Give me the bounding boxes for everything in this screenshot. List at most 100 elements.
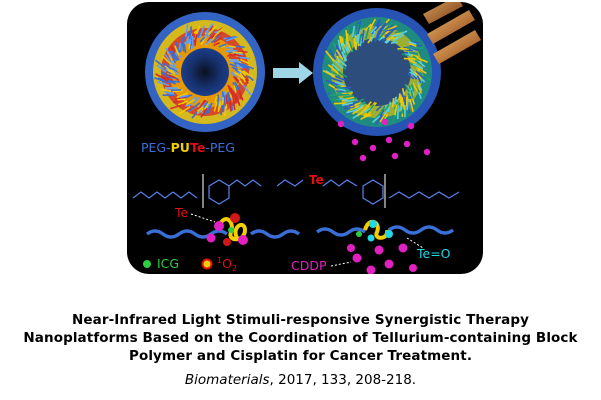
polymer-strand [229, 49, 238, 52]
polymer-strand [199, 36, 206, 43]
polymer-strand [379, 105, 386, 115]
polymer-strand [360, 113, 370, 121]
polymer-strand [411, 84, 415, 92]
polymer-strand [334, 59, 344, 69]
polymer-strand [332, 66, 341, 74]
polymer-strand [174, 96, 186, 101]
polymer-strand [394, 104, 398, 116]
polymer-strand [375, 115, 384, 125]
polymer-strand [225, 36, 238, 42]
polymer-strand [171, 60, 176, 68]
polymer-strand [229, 63, 238, 68]
polymer-strand [388, 27, 397, 32]
polymer-strand [342, 95, 354, 99]
cddp-pointer-arrow [330, 261, 352, 267]
polymer-strand [169, 50, 178, 62]
polymer-chain-left [145, 213, 301, 246]
polymer-strand [356, 108, 368, 117]
polymer-strand [232, 66, 240, 73]
polymer-strand [408, 58, 416, 64]
title-line-2: Nanoplatforms Based on the Coordination … [23, 330, 578, 346]
polymer-strand [178, 42, 182, 50]
polymer-strand [353, 37, 357, 49]
te-pointer-arrow [190, 213, 216, 223]
polymer-strand [337, 58, 347, 67]
polymer-strand [391, 98, 395, 108]
cddp-dot [385, 136, 393, 144]
polymer-strand [384, 104, 390, 112]
polymer-strand [417, 60, 426, 68]
polymer-strand [155, 73, 167, 81]
polymer-strand [177, 98, 186, 101]
structure-te-label: Te [309, 173, 324, 187]
polymer-strand [416, 57, 428, 63]
polymer-strand [226, 35, 237, 40]
polymer-strand [382, 22, 393, 32]
polymer-strand [325, 79, 338, 86]
singlet-oxygen-marker [201, 258, 213, 270]
polymer-strand [342, 92, 353, 95]
polymer-strand [196, 106, 204, 112]
polymer-strand [377, 24, 387, 33]
polymer-strand [350, 102, 361, 108]
polymer-strand [172, 69, 179, 76]
polymer-strand [377, 31, 385, 41]
polymer-strand [364, 27, 370, 40]
polymer-strand [213, 41, 221, 47]
polymer-strand [188, 26, 193, 40]
polymer-strand [392, 33, 405, 42]
polymer-strand [185, 24, 189, 38]
polymer-strand [327, 64, 338, 73]
polymer-strand [204, 23, 214, 34]
polymer-chain-right [315, 219, 455, 242]
polymer-strand [160, 88, 172, 93]
polymer-strand [416, 66, 427, 75]
polymer-strand [229, 92, 233, 102]
polymer-strand [409, 98, 414, 112]
polymer-strand [185, 36, 190, 45]
polymer-strand [208, 33, 216, 40]
polymer-strand [418, 71, 431, 81]
polymer-strand [386, 36, 395, 41]
polymer-strand [232, 81, 239, 91]
polymer-strand [232, 51, 243, 54]
polymer-strand [339, 35, 343, 47]
polymer-strand [393, 96, 397, 105]
polymer-strand [363, 111, 372, 116]
icg-legend-marker [143, 260, 151, 268]
polymer-strand [408, 41, 417, 46]
polymer-strand [226, 92, 230, 102]
polymer-strand [185, 103, 193, 107]
polymer-strand [336, 85, 346, 90]
polymer-strand [330, 76, 343, 83]
polymer-strand [176, 92, 189, 99]
polymer-strand [232, 98, 236, 111]
polymer-strand [163, 62, 174, 71]
polymer-strand [157, 80, 169, 87]
polymer-strand [322, 69, 336, 78]
polymer-strand [378, 109, 385, 120]
polymer-strand [409, 68, 417, 75]
polymer-strand [165, 47, 173, 59]
polymer-strand [171, 50, 180, 61]
polymer-strand [343, 103, 355, 108]
polymer-strand [368, 18, 377, 31]
polymer-strand [357, 29, 361, 41]
polymer-strand [172, 89, 184, 93]
polymer-strand [414, 71, 422, 80]
polymer-strand [394, 30, 404, 34]
polymer-strand [415, 70, 424, 79]
polymer-label: PEG-PUTe-PEG [141, 140, 235, 155]
polymer-strand [370, 30, 376, 42]
polymer-strand [328, 49, 337, 61]
polymer-strand [339, 97, 348, 102]
polymer-strand [340, 42, 346, 54]
polymer-strand [181, 42, 185, 52]
polymer-strand [202, 100, 209, 109]
polymer-strand [359, 38, 363, 47]
polymer-strand [179, 94, 189, 98]
polymer-strand [412, 63, 424, 70]
polymer-strand [194, 33, 198, 47]
polymer-strand [403, 57, 417, 60]
polymer-strand [171, 56, 177, 64]
